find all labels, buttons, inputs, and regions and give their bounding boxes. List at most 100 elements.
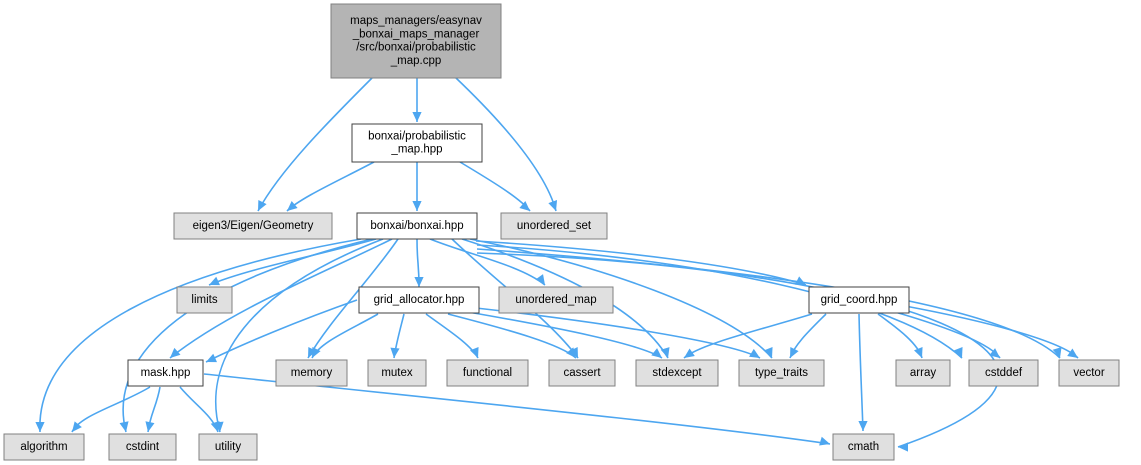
arrowhead-grid_coord-to-array bbox=[914, 347, 923, 358]
arrowhead-bonxai_hpp-to-mask_hpp bbox=[170, 347, 181, 358]
node-box-cstddef[interactable] bbox=[968, 359, 1039, 387]
graph-node-cstddef[interactable]: cstddef bbox=[968, 359, 1039, 387]
edge-grid_coord-to-vector bbox=[904, 305, 1079, 359]
node-box-bonxai_hpp[interactable] bbox=[356, 212, 478, 240]
graph-node-cstdint[interactable]: cstdint bbox=[108, 433, 177, 461]
edge-bonxai_hpp-to-grid_coord bbox=[475, 240, 807, 286]
arrowhead-mask_hpp-to-cstdint bbox=[145, 421, 155, 432]
edge-bonxai_hpp-to-unordered_map bbox=[429, 238, 546, 286]
node-box-root[interactable] bbox=[330, 3, 502, 79]
arrowhead-grid_alloc-to-mask_hpp bbox=[206, 353, 218, 363]
node-box-limits[interactable] bbox=[176, 286, 233, 314]
graph-node-limits[interactable]: limits bbox=[176, 286, 233, 314]
graph-node-cassert[interactable]: cassert bbox=[548, 359, 616, 387]
edge-bonxai_hpp-to-type_traits bbox=[469, 238, 773, 359]
graph-node-type_traits[interactable]: type_traits bbox=[738, 359, 825, 387]
arrowhead-grid_alloc-to-stdexcept bbox=[651, 348, 662, 358]
edge-bonxai_hpp-to-mask_hpp bbox=[169, 238, 393, 359]
arrowhead-bonxai_hpp-to-unordered_map bbox=[535, 274, 545, 285]
node-box-eigen_geom[interactable] bbox=[173, 212, 333, 240]
graph-node-grid_coord[interactable]: grid_coord.hpp bbox=[808, 286, 910, 314]
graph-node-functional[interactable]: functional bbox=[446, 359, 529, 387]
graph-node-probmap_hpp[interactable]: bonxai/probabilistic_map.hpp bbox=[351, 123, 483, 163]
node-box-cmath[interactable] bbox=[832, 433, 895, 461]
edge-grid_alloc-to-mask_hpp bbox=[205, 299, 358, 363]
graph-node-eigen_geom[interactable]: eigen3/Eigen/Geometry bbox=[173, 212, 333, 240]
arrowhead-grid_alloc-to-memory bbox=[312, 346, 321, 358]
edge-bonxai_hpp-to-limits bbox=[208, 238, 377, 286]
graph-node-utility[interactable]: utility bbox=[198, 433, 258, 461]
edges-layer bbox=[35, 77, 1079, 452]
graph-node-vector[interactable]: vector bbox=[1058, 359, 1120, 387]
arrowhead-probmap_hpp-to-unordered_set bbox=[519, 201, 530, 211]
arrowhead-bonxai_hpp-to-cmath bbox=[898, 442, 908, 452]
graph-node-algorithm[interactable]: algorithm bbox=[3, 433, 85, 461]
node-box-unordered_map[interactable] bbox=[498, 286, 614, 314]
arrowhead-root-to-unordered_set bbox=[548, 200, 558, 211]
node-box-array[interactable] bbox=[895, 359, 951, 387]
arrowhead-bonxai_hpp-to-limits bbox=[209, 276, 221, 286]
node-box-utility[interactable] bbox=[198, 433, 258, 461]
graph-node-memory[interactable]: memory bbox=[275, 359, 348, 387]
node-box-grid_alloc[interactable] bbox=[358, 286, 480, 314]
arrowhead-grid_alloc-to-cassert bbox=[566, 347, 576, 358]
node-box-probmap_hpp[interactable] bbox=[351, 123, 483, 163]
arrowhead-probmap_hpp-to-bonxai_hpp bbox=[412, 201, 422, 211]
node-box-stdexcept[interactable] bbox=[635, 359, 719, 387]
graph-node-root[interactable]: maps_managers/easynav_bonxai_maps_manage… bbox=[330, 3, 502, 79]
graph-node-stdexcept[interactable]: stdexcept bbox=[635, 359, 719, 387]
graph-node-unordered_set[interactable]: unordered_set bbox=[500, 212, 608, 240]
graph-node-mask_hpp[interactable]: mask.hpp bbox=[127, 359, 204, 387]
edge-bonxai_hpp-to-cstddef bbox=[476, 244, 963, 359]
arrowhead-grid_coord-to-stdexcept bbox=[684, 348, 695, 358]
arrowhead-bonxai_hpp-to-algorithm bbox=[35, 422, 45, 432]
edge-bonxai_hpp-to-algorithm bbox=[39, 238, 362, 433]
graph-node-mutex[interactable]: mutex bbox=[367, 359, 427, 387]
graph-node-bonxai_hpp[interactable]: bonxai/bonxai.hpp bbox=[356, 212, 478, 240]
node-box-mask_hpp[interactable] bbox=[127, 359, 204, 387]
node-box-cstdint[interactable] bbox=[108, 433, 177, 461]
node-box-type_traits[interactable] bbox=[738, 359, 825, 387]
edge-grid_alloc-to-type_traits bbox=[475, 307, 761, 359]
arrowhead-root-to-probmap_hpp bbox=[412, 112, 422, 122]
arrowhead-mask_hpp-to-algorithm bbox=[72, 421, 82, 432]
arrowhead-bonxai_hpp-to-cstdint bbox=[119, 421, 129, 432]
edge-grid_alloc-to-stdexcept bbox=[467, 311, 663, 359]
arrowhead-grid_alloc-to-functional bbox=[470, 347, 479, 358]
graph-node-grid_alloc[interactable]: grid_allocator.hpp bbox=[358, 286, 480, 314]
arrowhead-root-to-eigen_geom bbox=[258, 199, 267, 211]
arrowhead-grid_alloc-to-type_traits bbox=[749, 348, 760, 358]
graph-node-cmath[interactable]: cmath bbox=[832, 433, 895, 461]
edge-probmap_hpp-to-unordered_set bbox=[459, 161, 531, 212]
node-box-mutex[interactable] bbox=[367, 359, 427, 387]
node-box-memory[interactable] bbox=[275, 359, 348, 387]
arrowhead-bonxai_hpp-to-cstddef bbox=[954, 347, 963, 358]
edge-bonxai_hpp-to-utility bbox=[215, 238, 384, 433]
nodes-layer: maps_managers/easynav_bonxai_maps_manage… bbox=[3, 3, 1120, 461]
edge-bonxai_hpp-to-cstdint bbox=[122, 238, 373, 433]
arrowhead-grid_coord-to-vector bbox=[1067, 348, 1078, 358]
node-box-unordered_set[interactable] bbox=[500, 212, 608, 240]
edge-grid_coord-to-cmath bbox=[858, 313, 864, 432]
arrowhead-mask_hpp-to-cmath bbox=[819, 436, 830, 446]
node-box-cassert[interactable] bbox=[548, 359, 616, 387]
graph-node-array[interactable]: array bbox=[895, 359, 951, 387]
graph-node-unordered_map[interactable]: unordered_map bbox=[498, 286, 614, 314]
edge-mask_hpp-to-algorithm bbox=[71, 386, 151, 433]
arrowhead-grid_alloc-to-mutex bbox=[390, 347, 400, 358]
arrowhead-probmap_hpp-to-eigen_geom bbox=[287, 201, 298, 211]
arrowhead-bonxai_hpp-to-grid_alloc bbox=[414, 277, 424, 287]
arrowhead-bonxai_hpp-to-type_traits bbox=[764, 347, 773, 358]
arrowhead-grid_coord-to-cstddef bbox=[989, 348, 1000, 358]
arrowhead-mask_hpp-to-utility bbox=[210, 421, 220, 432]
arrowhead-grid_coord-to-type_traits bbox=[790, 346, 799, 358]
node-box-vector[interactable] bbox=[1058, 359, 1120, 387]
edge-root-to-eigen_geom bbox=[257, 77, 373, 212]
edge-root-to-unordered_set bbox=[455, 77, 557, 212]
node-box-functional[interactable] bbox=[446, 359, 529, 387]
node-box-grid_coord[interactable] bbox=[808, 286, 910, 314]
node-box-algorithm[interactable] bbox=[3, 433, 85, 461]
arrowhead-bonxai_hpp-to-stdexcept bbox=[660, 347, 670, 358]
